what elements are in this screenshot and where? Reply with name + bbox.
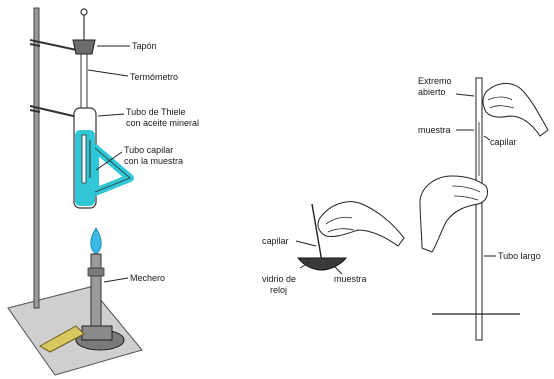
label-vidrio-2: reloj bbox=[270, 285, 287, 295]
watch-glass bbox=[298, 258, 346, 270]
stand-rod bbox=[34, 8, 39, 308]
hand-middle bbox=[318, 202, 404, 246]
label-extremo-1: Extremo bbox=[418, 76, 452, 86]
label-tubo-thiele-1: Tubo de Thiele bbox=[126, 107, 186, 117]
label-muestra-middle: muestra bbox=[334, 274, 367, 284]
label-extremo-2: abierto bbox=[418, 87, 446, 97]
label-capilar-right: capilar bbox=[490, 137, 517, 147]
label-vidrio-1: vidrio de bbox=[262, 274, 296, 284]
burner-flame bbox=[91, 228, 102, 254]
burner-tube bbox=[91, 254, 101, 326]
label-tapon: Tapón bbox=[132, 41, 157, 51]
long-tube bbox=[476, 78, 482, 340]
capillary-middle bbox=[312, 204, 322, 262]
label-tubo-capilar-1: Tubo capilar bbox=[124, 145, 173, 155]
hand-upper bbox=[483, 83, 548, 136]
long-tube-setup bbox=[420, 78, 548, 340]
label-termometro: Termómetro bbox=[130, 72, 178, 82]
thiele-apparatus bbox=[8, 8, 142, 375]
label-capilar-middle: capilar bbox=[262, 236, 289, 246]
label-tubo-largo: Tubo largo bbox=[498, 251, 541, 261]
thermometer-top bbox=[81, 9, 87, 15]
label-tubo-thiele-2: con aceite mineral bbox=[126, 118, 199, 128]
capillary-filling bbox=[296, 202, 404, 274]
label-mechero: Mechero bbox=[130, 273, 165, 283]
label-muestra-right: muestra bbox=[418, 125, 451, 135]
label-tubo-capilar-2: con la muestra bbox=[124, 156, 183, 166]
stopper bbox=[73, 40, 95, 54]
